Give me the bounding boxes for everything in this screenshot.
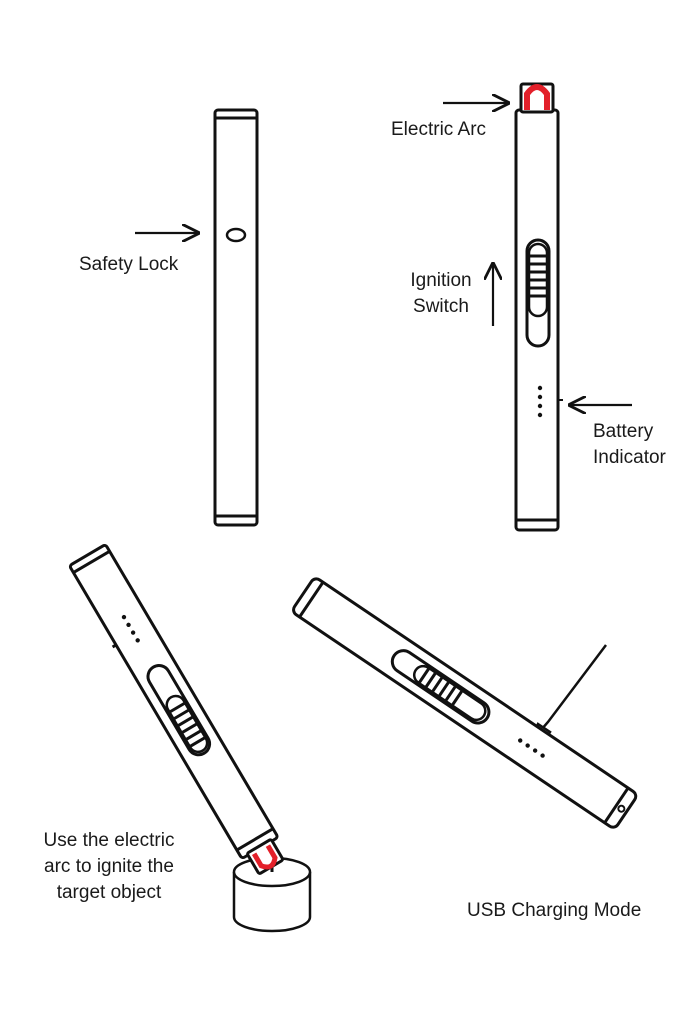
lighter-igniting-view (68, 543, 284, 875)
ignition-switch-line-2: Switch (413, 296, 469, 317)
use-arc-label: Use the electric arc to ignite the targe… (20, 828, 198, 906)
lighter-back-view (213, 108, 259, 527)
use-arc-line-2: arc to ignite the (44, 856, 174, 877)
battery-indicator-line-1: Battery (593, 421, 654, 442)
use-arc-line-3: target object (56, 882, 162, 903)
candle-icon (232, 856, 312, 933)
ignition-switch-ridges (530, 254, 546, 298)
safety-lock-label: Safety Lock (79, 254, 179, 275)
ignition-switch-line-1: Ignition (410, 270, 472, 291)
electric-arc-mark (524, 84, 550, 110)
lighter-charging-view (292, 577, 638, 829)
electric-arc-label: Electric Arc (391, 119, 487, 140)
ignition-switch-label: Ignition Switch (400, 268, 482, 320)
battery-indicator-dots (537, 385, 543, 418)
usb-charging-label: USB Charging Mode (467, 900, 642, 921)
battery-indicator-line-2: Indicator (593, 447, 666, 468)
battery-indicator-label: Battery Indicator (593, 419, 666, 471)
use-arc-line-1: Use the electric (43, 830, 175, 851)
lighter-front-view (514, 82, 563, 532)
safety-lock-button (225, 227, 247, 243)
